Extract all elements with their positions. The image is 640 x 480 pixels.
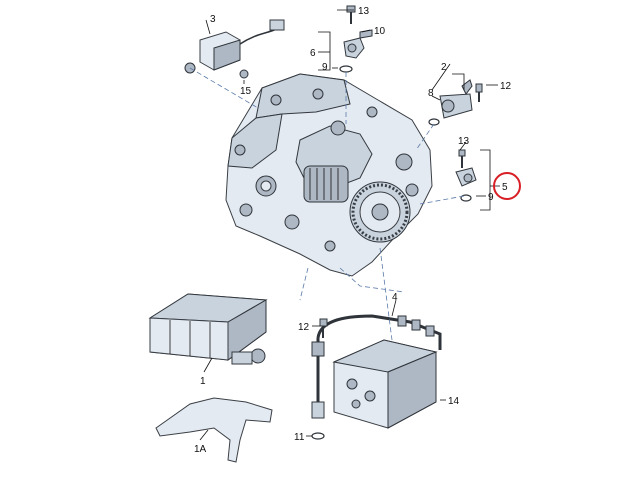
label-bolt-left: 12 xyxy=(298,322,310,333)
label-temp-sender: 5 xyxy=(502,182,508,193)
assembly-axes xyxy=(189,67,465,341)
oring-bottom xyxy=(311,432,325,440)
label-mechatronic-unit: 14 xyxy=(448,396,460,407)
label-wiring-harness: 4 xyxy=(392,292,398,303)
leader-lines xyxy=(199,9,500,441)
mounting-bracket xyxy=(155,397,273,463)
label-bolt-right-upper: 12 xyxy=(500,81,512,92)
control-unit xyxy=(148,293,268,365)
housing-bolt-bosses xyxy=(234,88,419,252)
callout-labels: 3 15 13 10 6 9 2 8 12 13 5 9 1 1A 4 12 1… xyxy=(194,6,512,455)
mechatronic-unit xyxy=(332,339,438,429)
housing-ribbed-drum xyxy=(303,165,349,203)
label-oring-bottom: 11 xyxy=(294,432,305,443)
label-bolt-top: 13 xyxy=(358,6,370,17)
bolt-top xyxy=(346,5,356,24)
label-sensor-module: 3 xyxy=(210,14,216,25)
bolt-left xyxy=(319,318,328,338)
sensor-module xyxy=(184,19,285,79)
label-bracket: 1A xyxy=(194,444,207,455)
highlight-circle xyxy=(493,172,521,200)
temp-sender xyxy=(455,149,477,202)
label-harness-connector-top: 2 xyxy=(441,62,447,73)
label-oring-right: 9 xyxy=(488,192,494,203)
wiring-harness xyxy=(311,314,442,419)
label-bolt-right: 13 xyxy=(458,136,470,147)
label-speed-sensor-top: 6 xyxy=(310,48,316,59)
housing-gear-ring xyxy=(349,181,411,243)
label-sender-right: 8 xyxy=(428,88,434,99)
sender-right xyxy=(428,79,483,126)
label-main-controller: 1 xyxy=(200,376,206,387)
speed-sensor-top xyxy=(343,29,373,59)
label-nut-sensor: 15 xyxy=(240,86,252,97)
transmission-housing xyxy=(225,73,433,277)
oring-top xyxy=(339,65,353,73)
label-oring-top: 9 xyxy=(322,62,328,73)
label-clip-top: 10 xyxy=(374,26,386,37)
